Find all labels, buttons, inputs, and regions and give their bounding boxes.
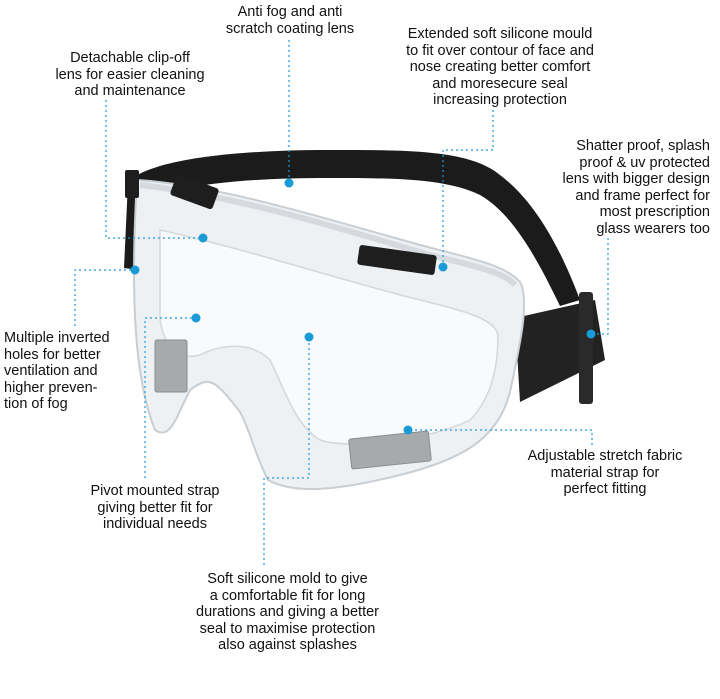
leader-vent-holes: [74, 269, 132, 326]
dot-vent-holes: [130, 265, 140, 275]
dot-shatter-proof: [586, 329, 596, 339]
strap-buckle: [579, 292, 593, 404]
leader-clip-off: [105, 100, 200, 239]
dot-clip-off: [198, 233, 208, 243]
pivot-clip-top: [357, 245, 437, 275]
callout-anti-fog: Anti fog and anti scratch coating lens: [225, 4, 355, 37]
leader-lines: [74, 40, 609, 565]
callout-clip-off: Detachable clip-off lens for easier clea…: [55, 50, 205, 99]
vent-pad-bottom: [348, 430, 432, 470]
leader-pivot: [144, 317, 196, 478]
goggles-illustration: [124, 150, 605, 491]
dot-silicone-mould: [438, 262, 448, 272]
dot-pivot: [191, 313, 201, 323]
vent-pad-left: [154, 339, 188, 393]
callout-vent-holes: Multiple inverted holes for better venti…: [4, 330, 110, 412]
callout-soft-mold: Soft silicone mold to give a comfortable…: [196, 571, 379, 653]
leader-silicone-mould: [442, 110, 494, 267]
side-clip-top: [125, 170, 139, 198]
pivot-clip-left: [170, 174, 219, 210]
callout-shatter-proof: Shatter proof, splash proof & uv protect…: [562, 138, 710, 237]
callout-silicone-mould: Extended soft silicone mould to fit over…: [406, 26, 594, 108]
leader-shatter-proof: [592, 238, 609, 335]
dot-strap: [403, 425, 413, 435]
dot-anti-fog: [284, 178, 294, 188]
callout-dots: [130, 178, 596, 435]
goggle-lens: [159, 229, 499, 445]
leader-strap: [410, 429, 593, 445]
callout-strap: Adjustable stretch fabric material strap…: [527, 448, 683, 497]
dot-soft-mold: [304, 332, 314, 342]
callout-pivot: Pivot mounted strap giving better fit fo…: [90, 483, 220, 532]
strap-back: [128, 150, 580, 306]
